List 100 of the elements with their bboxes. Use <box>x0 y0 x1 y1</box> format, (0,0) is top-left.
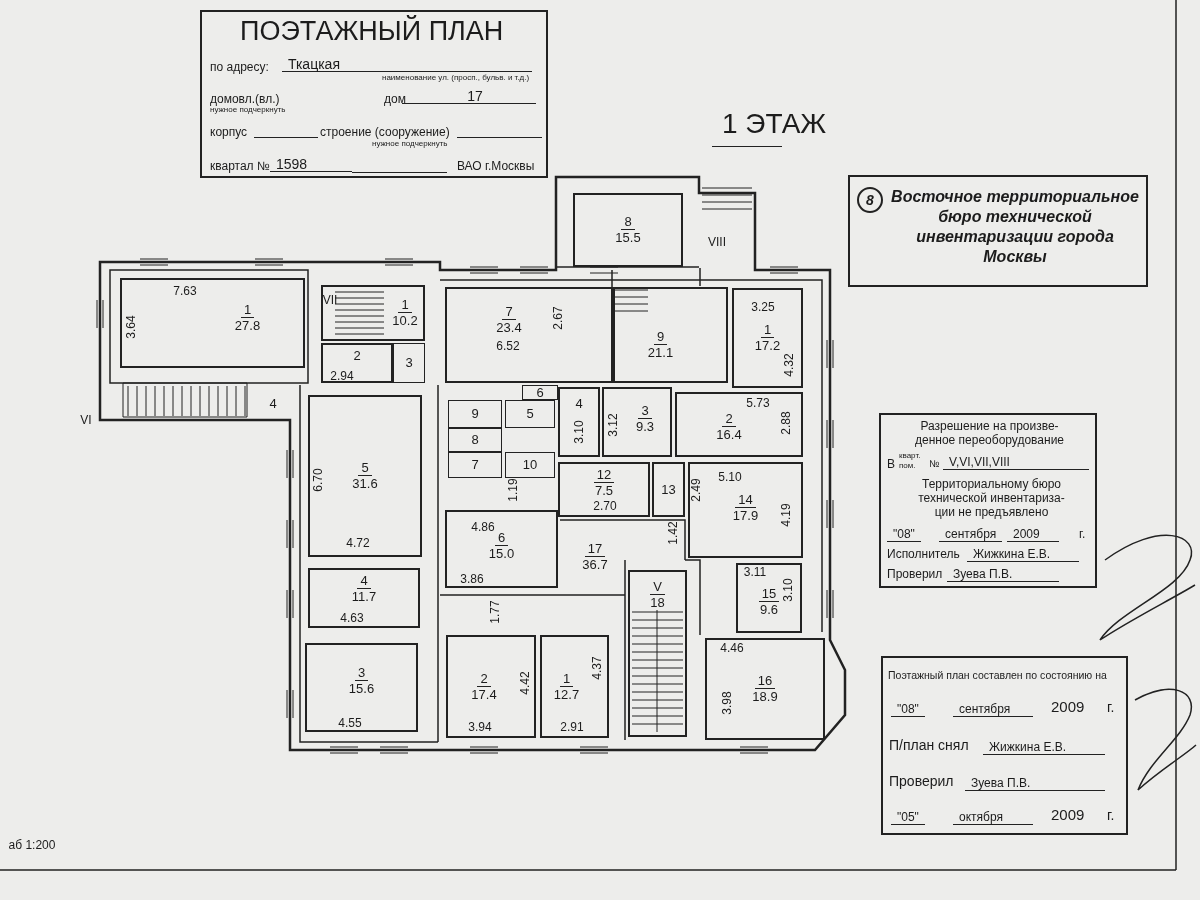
room-area: 17.9 <box>732 508 759 523</box>
room-number: V <box>650 580 665 595</box>
field-label: корпус <box>210 125 248 139</box>
stamp-text: Разрешение на произве- денное переоборудование <box>913 419 1066 447</box>
room-number: 10 <box>521 458 539 472</box>
field-label: Проверил <box>887 567 943 581</box>
room-number: 16 <box>754 674 776 689</box>
room-number: 3 <box>404 356 414 370</box>
room <box>652 462 685 517</box>
field-value: 2009 <box>1007 527 1059 542</box>
room-number: 2 <box>722 411 736 427</box>
field-label: ВАО г.Москвы <box>457 159 535 173</box>
field-value: Зуева П.В. <box>947 567 1059 582</box>
field-label: Исполнитель <box>887 547 960 561</box>
room-area: 7.5 <box>594 482 614 498</box>
field-value: V,VI,VII,VIII <box>943 455 1089 470</box>
room <box>732 288 803 388</box>
room <box>445 287 613 383</box>
field-caption: кварт. <box>899 451 921 460</box>
dimension-label: 2.91 <box>560 720 584 734</box>
dimension-label: 3.98 <box>720 691 734 715</box>
dimension-label: 2.70 <box>593 499 617 513</box>
room <box>558 387 600 457</box>
dimension-label: 3.12 <box>606 413 620 437</box>
room-number: 13 <box>660 482 677 497</box>
dimension-label: 4.72 <box>346 536 370 550</box>
field-value: сентября <box>953 702 1033 717</box>
room <box>736 563 802 633</box>
room-number: 4 <box>574 397 584 411</box>
room <box>321 285 425 341</box>
room-number: 2 <box>352 349 362 363</box>
dimension-label: 4.19 <box>779 503 793 527</box>
dimension-label: 6.70 <box>311 468 325 492</box>
field-value: Жижкина Е.В. <box>967 547 1079 562</box>
room <box>305 643 418 732</box>
room <box>675 392 803 457</box>
room-number: 1 <box>398 298 412 313</box>
room-area: 17.4 <box>471 686 497 702</box>
field-value: 1598 <box>270 157 352 172</box>
field-label: Проверил <box>889 774 954 788</box>
room-area: 18.9 <box>752 689 778 704</box>
stamp <box>881 656 1128 835</box>
room <box>688 462 803 558</box>
dimension-label: 7.63 <box>173 284 197 298</box>
field-value: "08" <box>891 702 925 717</box>
room <box>505 400 555 428</box>
field-label: П/план снял <box>889 738 969 752</box>
dimension-label: 4.37 <box>590 656 604 680</box>
room-number: 7 <box>470 458 480 472</box>
field-value: Зуева П.В. <box>965 776 1105 791</box>
dimension-label: 3.94 <box>468 720 492 734</box>
field-value: 2009 <box>1051 806 1085 823</box>
room-number: 8 <box>470 433 480 447</box>
room-area: 23.4 <box>496 320 522 335</box>
room <box>540 635 609 738</box>
section-number: VII <box>322 293 338 307</box>
field-value: Жижкина Е.В. <box>983 740 1105 755</box>
dimension-label: 4.32 <box>782 353 796 377</box>
field-label: № <box>929 457 940 471</box>
dimension-label: 1.77 <box>488 600 502 624</box>
dimension-label: 2.94 <box>330 369 354 383</box>
room-area: 9.6 <box>759 602 779 617</box>
room-number: 8 <box>621 215 635 230</box>
room <box>446 635 536 738</box>
scale-note: аб 1:200 <box>8 838 56 852</box>
floor-title: 1 ЭТАЖ <box>722 108 827 140</box>
field-label: квартал № <box>210 159 270 173</box>
stamp <box>879 413 1097 588</box>
dimension-label: 4.86 <box>471 520 495 534</box>
field-label: В <box>887 457 895 471</box>
room <box>448 452 502 478</box>
field-value: "08" <box>887 527 921 542</box>
room-number: 14 <box>735 493 756 508</box>
field-label: г. <box>1107 700 1115 714</box>
room <box>321 343 393 383</box>
room-number: 15 <box>758 587 780 602</box>
section-number: VI <box>80 413 92 427</box>
room <box>522 385 558 400</box>
field-label: по адресу: <box>210 60 269 74</box>
room-number: 3 <box>638 404 652 419</box>
room-area: 18 <box>650 595 665 610</box>
dimension-label: 1.42 <box>666 521 680 545</box>
room <box>448 400 502 428</box>
room-number: 5 <box>358 461 372 476</box>
field-label: дом <box>384 92 406 106</box>
circle-number-text: 8 <box>866 192 874 208</box>
field-caption: нужное подчеркнуть <box>372 139 448 148</box>
dimension-label: 3.11 <box>743 565 767 579</box>
circle-number <box>857 187 883 213</box>
room-number: 12 <box>593 467 615 483</box>
dimension-label: 3.86 <box>460 572 484 586</box>
room-number: 4 <box>268 397 278 411</box>
dimension-label: 2.67 <box>551 306 565 330</box>
room-area: 11.7 <box>351 589 377 604</box>
room-area: 27.8 <box>234 318 261 333</box>
room-area: 9.3 <box>635 419 655 434</box>
room-number: 6 <box>535 385 545 400</box>
field-caption: наименование ул. (просп., бульв. и т.д.) <box>382 73 530 82</box>
stamp <box>200 10 548 178</box>
dimension-label: 4.63 <box>340 611 364 625</box>
